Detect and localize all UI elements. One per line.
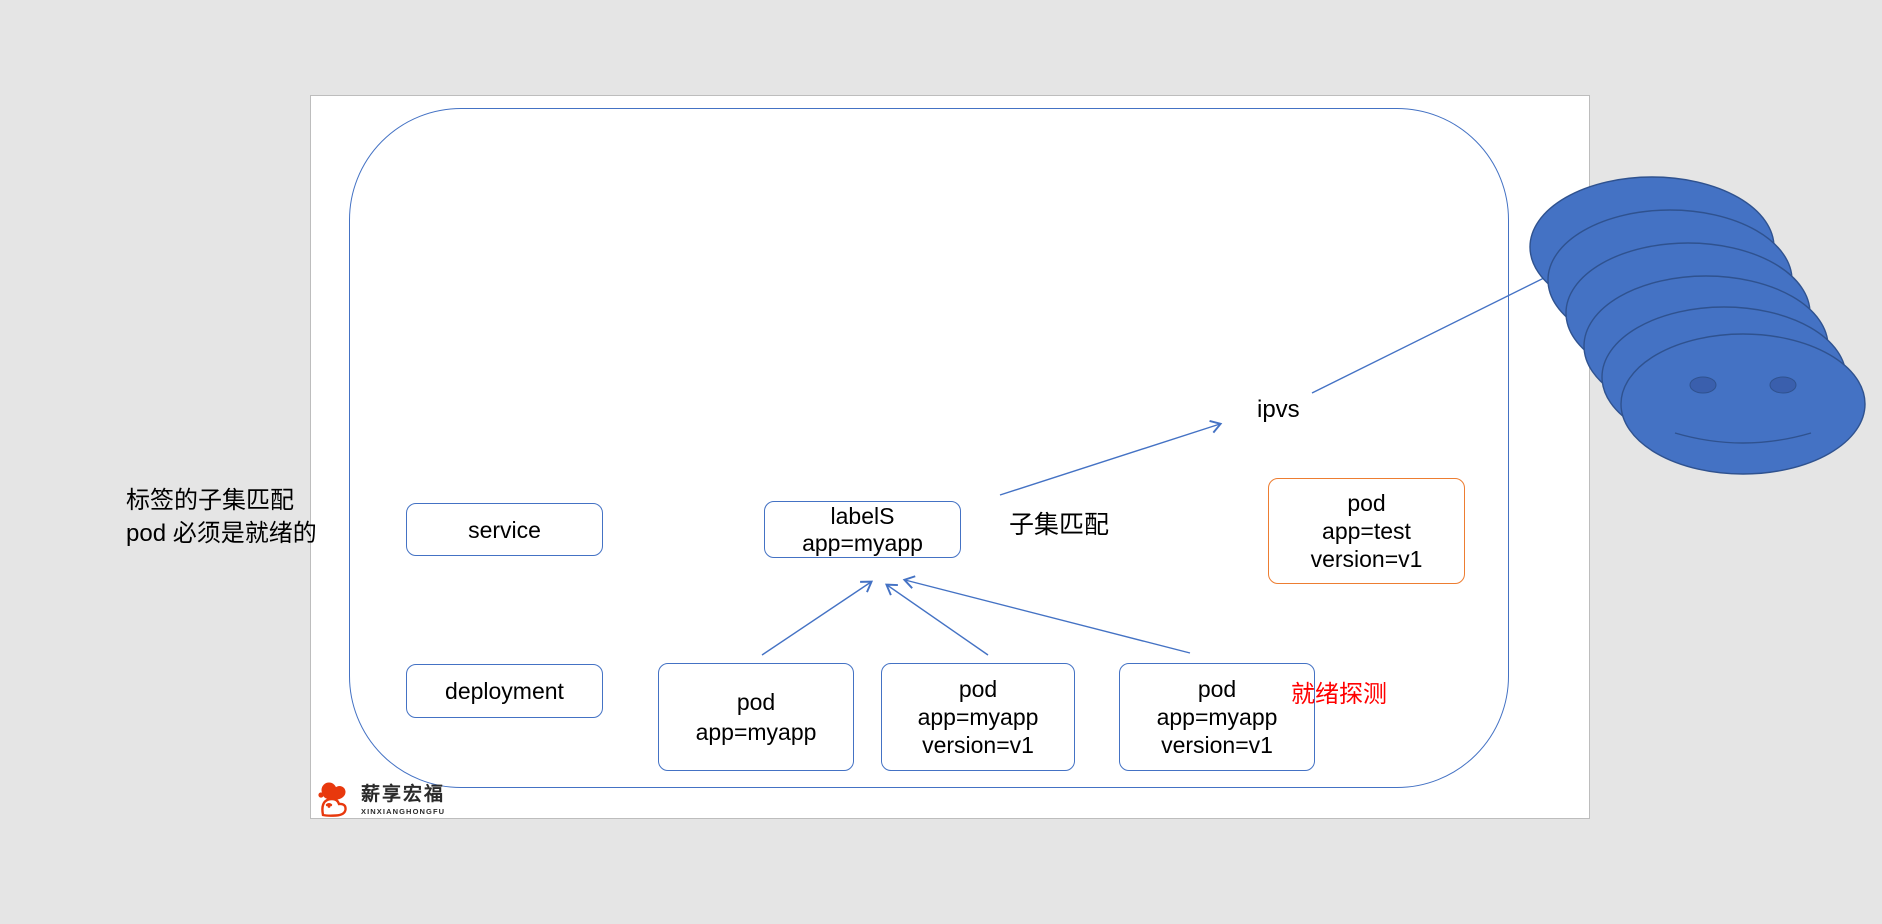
node-label-selector: labelS app=myapp bbox=[764, 501, 961, 558]
node-pod-myapp-v1-a-line1: pod bbox=[958, 676, 998, 702]
node-label-selector-line1: labelS bbox=[830, 502, 895, 529]
readiness-probe-label: 就绪探测 bbox=[1291, 681, 1387, 708]
smiley-face bbox=[1583, 275, 1829, 417]
node-pod-myapp-v1-b-line2: app=myapp bbox=[1156, 704, 1278, 730]
smiley-face bbox=[1620, 333, 1866, 475]
node-pod-myapp: pod app=myapp bbox=[658, 663, 854, 771]
node-pod-test-line1: pod bbox=[1347, 490, 1386, 516]
left-annotation-line2: pod 必须是就绪的 bbox=[126, 520, 317, 547]
subset-match-label: 子集匹配 bbox=[1009, 511, 1110, 539]
left-annotation-line1: 标签的子集匹配 bbox=[126, 487, 294, 514]
node-pod-test-line2: app=test bbox=[1322, 518, 1411, 544]
node-deployment-label: deployment bbox=[445, 678, 564, 704]
node-pod-myapp-v1-a: pod app=myapp version=v1 bbox=[881, 663, 1075, 771]
logo-dog-icon bbox=[318, 782, 347, 817]
node-label-selector-line2: app=myapp bbox=[802, 529, 923, 556]
node-pod-test: pod app=test version=v1 bbox=[1268, 478, 1465, 584]
left-annotation: 标签的子集匹配 pod 必须是就绪的 bbox=[126, 484, 317, 550]
node-service-label: service bbox=[468, 516, 541, 543]
logo-words: 薪享宏福 XINXIANGHONGFU bbox=[361, 784, 445, 816]
node-pod-myapp-line2: app=myapp bbox=[695, 719, 817, 745]
node-pod-test-line3: version=v1 bbox=[1310, 546, 1423, 572]
brand-name-latin: XINXIANGHONGFU bbox=[361, 807, 446, 816]
brand-name: 薪享宏福 bbox=[361, 784, 446, 805]
smiley-face bbox=[1565, 242, 1811, 384]
cluster-boundary bbox=[349, 108, 1509, 788]
node-pod-myapp-v1-b-line3: version=v1 bbox=[1161, 732, 1273, 758]
node-pod-myapp-v1-b: pod app=myapp version=v1 bbox=[1119, 663, 1315, 771]
ipvs-label: ipvs bbox=[1257, 396, 1300, 423]
node-pod-myapp-v1-a-line2: app=myapp bbox=[917, 704, 1039, 730]
smiley-face bbox=[1601, 306, 1847, 448]
node-pod-myapp-v1-b-line1: pod bbox=[1197, 676, 1237, 702]
slide-canvas: service labelS app=myapp deployment pod … bbox=[310, 95, 1590, 819]
brand-logo: 薪享宏福 XINXIANGHONGFU bbox=[316, 781, 445, 819]
node-deployment: deployment bbox=[406, 664, 603, 718]
node-pod-myapp-line1: pod bbox=[736, 689, 776, 715]
node-service: service bbox=[406, 503, 603, 556]
node-pod-myapp-v1-a-line3: version=v1 bbox=[922, 732, 1034, 758]
